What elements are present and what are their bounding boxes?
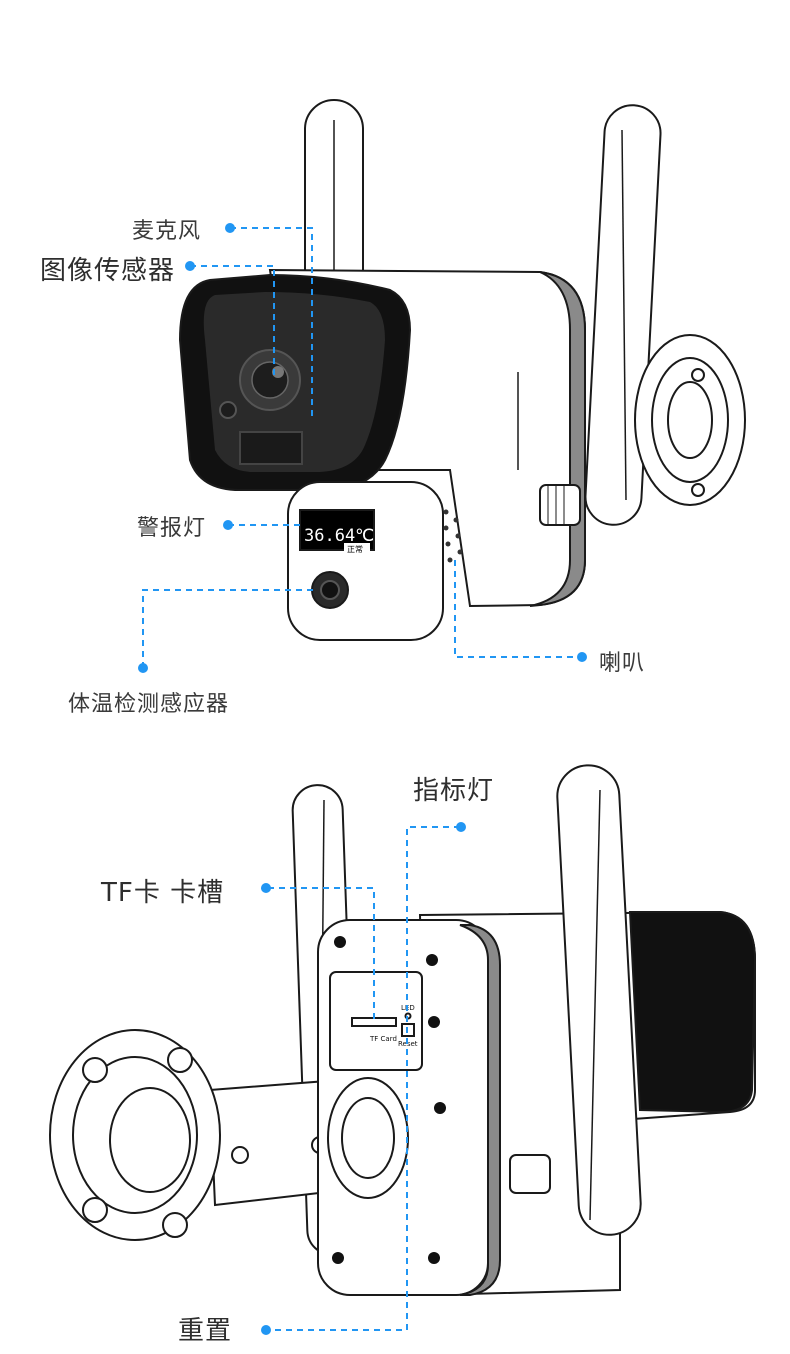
temperature-reading: 36.64℃ — [304, 526, 374, 546]
tf-card-text: TF Card — [369, 1035, 397, 1043]
top-camera: 36.64℃ 正常 — [178, 99, 746, 641]
leader-lines-bottom — [268, 826, 460, 1331]
speaker-holes — [443, 509, 463, 563]
tf-card-slot — [351, 1017, 397, 1027]
bottom-camera: TF Card LED Reset — [49, 764, 757, 1297]
leader-dots-bottom — [261, 822, 466, 1335]
visor-bottom — [628, 911, 757, 1114]
reset-label: 重置 — [178, 1316, 233, 1346]
temp-sensor-label: 体温检测感应器 — [68, 692, 230, 717]
status-reading: 正常 — [347, 545, 363, 554]
leader-dots-top — [138, 223, 587, 673]
indicator-light-label: 指标灯 — [413, 776, 495, 806]
alarm-light-label: 警报灯 — [137, 516, 207, 541]
tf-slot-label: TF卡 卡槽 — [101, 878, 225, 908]
speaker-label: 喇叭 — [599, 651, 646, 676]
rear-screws — [332, 936, 446, 1264]
right-antenna-bottom — [556, 764, 642, 1236]
image-sensor-label: 图像传感器 — [40, 256, 176, 286]
sensor-module-top — [287, 481, 444, 641]
microphone-label: 麦克风 — [132, 219, 202, 244]
leader-lines-top — [142, 227, 580, 668]
